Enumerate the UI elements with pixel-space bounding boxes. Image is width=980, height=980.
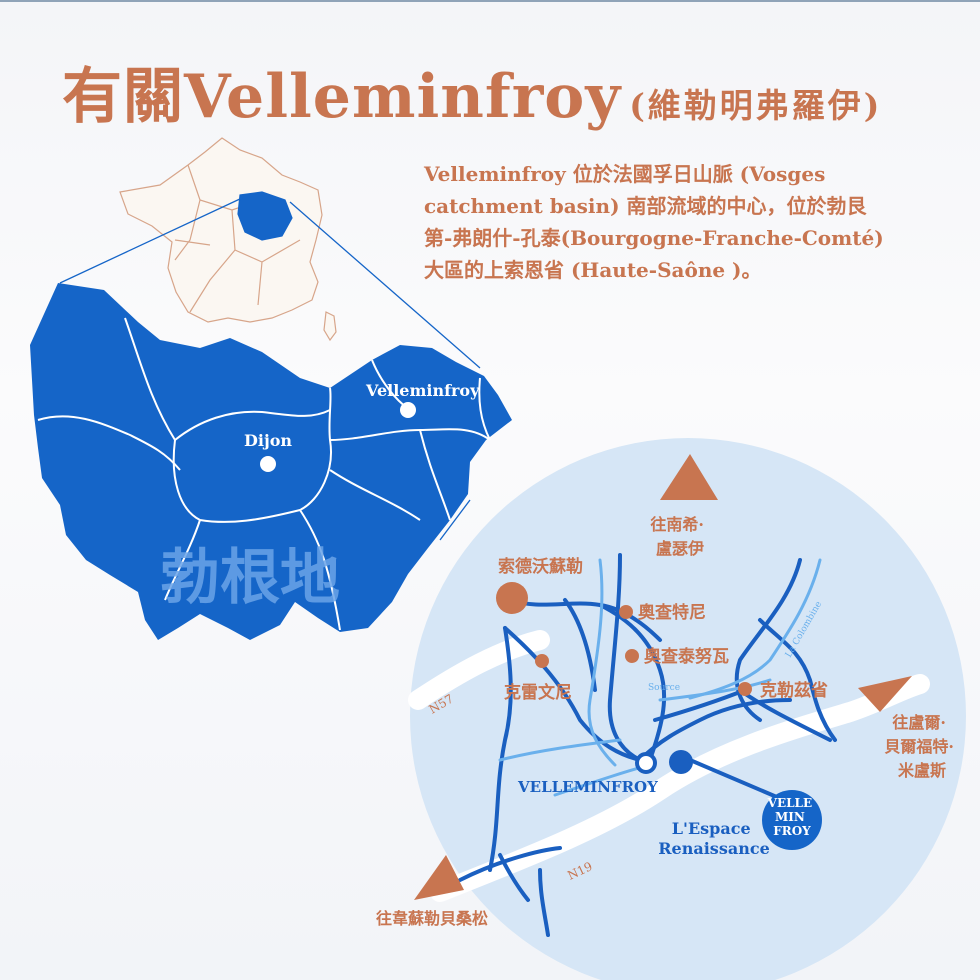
- town-label-autrey: 奧查特尼: [638, 602, 706, 623]
- region-label: 勃根地: [160, 543, 340, 613]
- road-n57: [408, 630, 550, 710]
- region-map: 勃根地 Velleminfroy Dijon: [30, 283, 512, 640]
- town-label-oppenans: 奧查泰努瓦: [644, 646, 729, 667]
- city-dot-dijon: [260, 456, 276, 472]
- espace-dot: [669, 750, 693, 774]
- page-title: 有關Velleminfroy(維勒明弗羅伊): [62, 48, 882, 135]
- top-border-line: [0, 0, 980, 2]
- direction-southwest: 往韋蘇勒貝桑松: [376, 909, 488, 928]
- france-map: [119, 137, 337, 342]
- intro-line: catchment basin) 南部流域的中心，位於勃艮: [424, 194, 867, 218]
- town-dot-autrey: [619, 605, 633, 619]
- intro-paragraph: Velleminfroy 位於法國孚日山脈 (Vosges catchment …: [424, 158, 924, 286]
- city-label-velleminfroy: Velleminfroy: [365, 381, 480, 400]
- title-sub: (維勒明弗羅伊): [629, 86, 883, 125]
- svg-text:VELLE MIN FROY: VELLE MIN FROY: [767, 796, 817, 838]
- town-label-calmoutier: 克勒茲省: [760, 680, 828, 701]
- town-label-creveney: 克雷文尼: [504, 682, 572, 703]
- velleminfroy-logo: VELLE MIN FROY: [762, 790, 822, 850]
- town-label-saulx: 索德沃蘇勒: [498, 556, 583, 577]
- france-outline: [119, 137, 323, 323]
- direction-east: 往盧爾· 貝爾福特· 米盧斯: [884, 713, 959, 780]
- france-regions: [174, 164, 301, 313]
- espace-label: L'Espace Renaissance: [658, 819, 770, 858]
- zoom-lines: [59, 197, 481, 541]
- arrow-north-icon: [660, 454, 718, 500]
- department-borders: [37, 317, 491, 631]
- town-label-velleminfroy: VELLEMINFROY: [517, 778, 658, 796]
- corsica: [323, 311, 337, 342]
- city-dot-velleminfroy: [400, 402, 416, 418]
- arrow-east-icon: [858, 676, 912, 712]
- intro-line: 大區的上索恩省 (Haute-Saône )。: [424, 258, 762, 282]
- bfc-highlight: [237, 191, 293, 241]
- river-label-source: Source: [648, 683, 680, 693]
- city-label-dijon: Dijon: [244, 431, 292, 450]
- town-dot-creveney: [535, 654, 549, 668]
- title-main: 有關Velleminfroy: [62, 62, 622, 132]
- town-dot-velleminfroy: [635, 752, 657, 774]
- local-map: 往南希· 盧瑟伊 往盧爾· 貝爾福特· 米盧斯 往韋蘇勒貝桑松 N57 N19 …: [376, 438, 966, 980]
- intro-line: Velleminfroy 位於法國孚日山脈 (Vosges: [424, 162, 826, 186]
- town-dot-calmoutier: [738, 682, 752, 696]
- rivers-dark: [458, 553, 837, 937]
- intro-line: 第-弗朗什-孔泰(Bourgogne-Franche-Comté): [424, 226, 884, 250]
- town-dot-saulx: [496, 582, 528, 614]
- arrow-southwest-icon: [414, 855, 464, 900]
- town-dot-oppenans: [625, 649, 639, 663]
- direction-north: 往南希· 盧瑟伊: [650, 515, 709, 558]
